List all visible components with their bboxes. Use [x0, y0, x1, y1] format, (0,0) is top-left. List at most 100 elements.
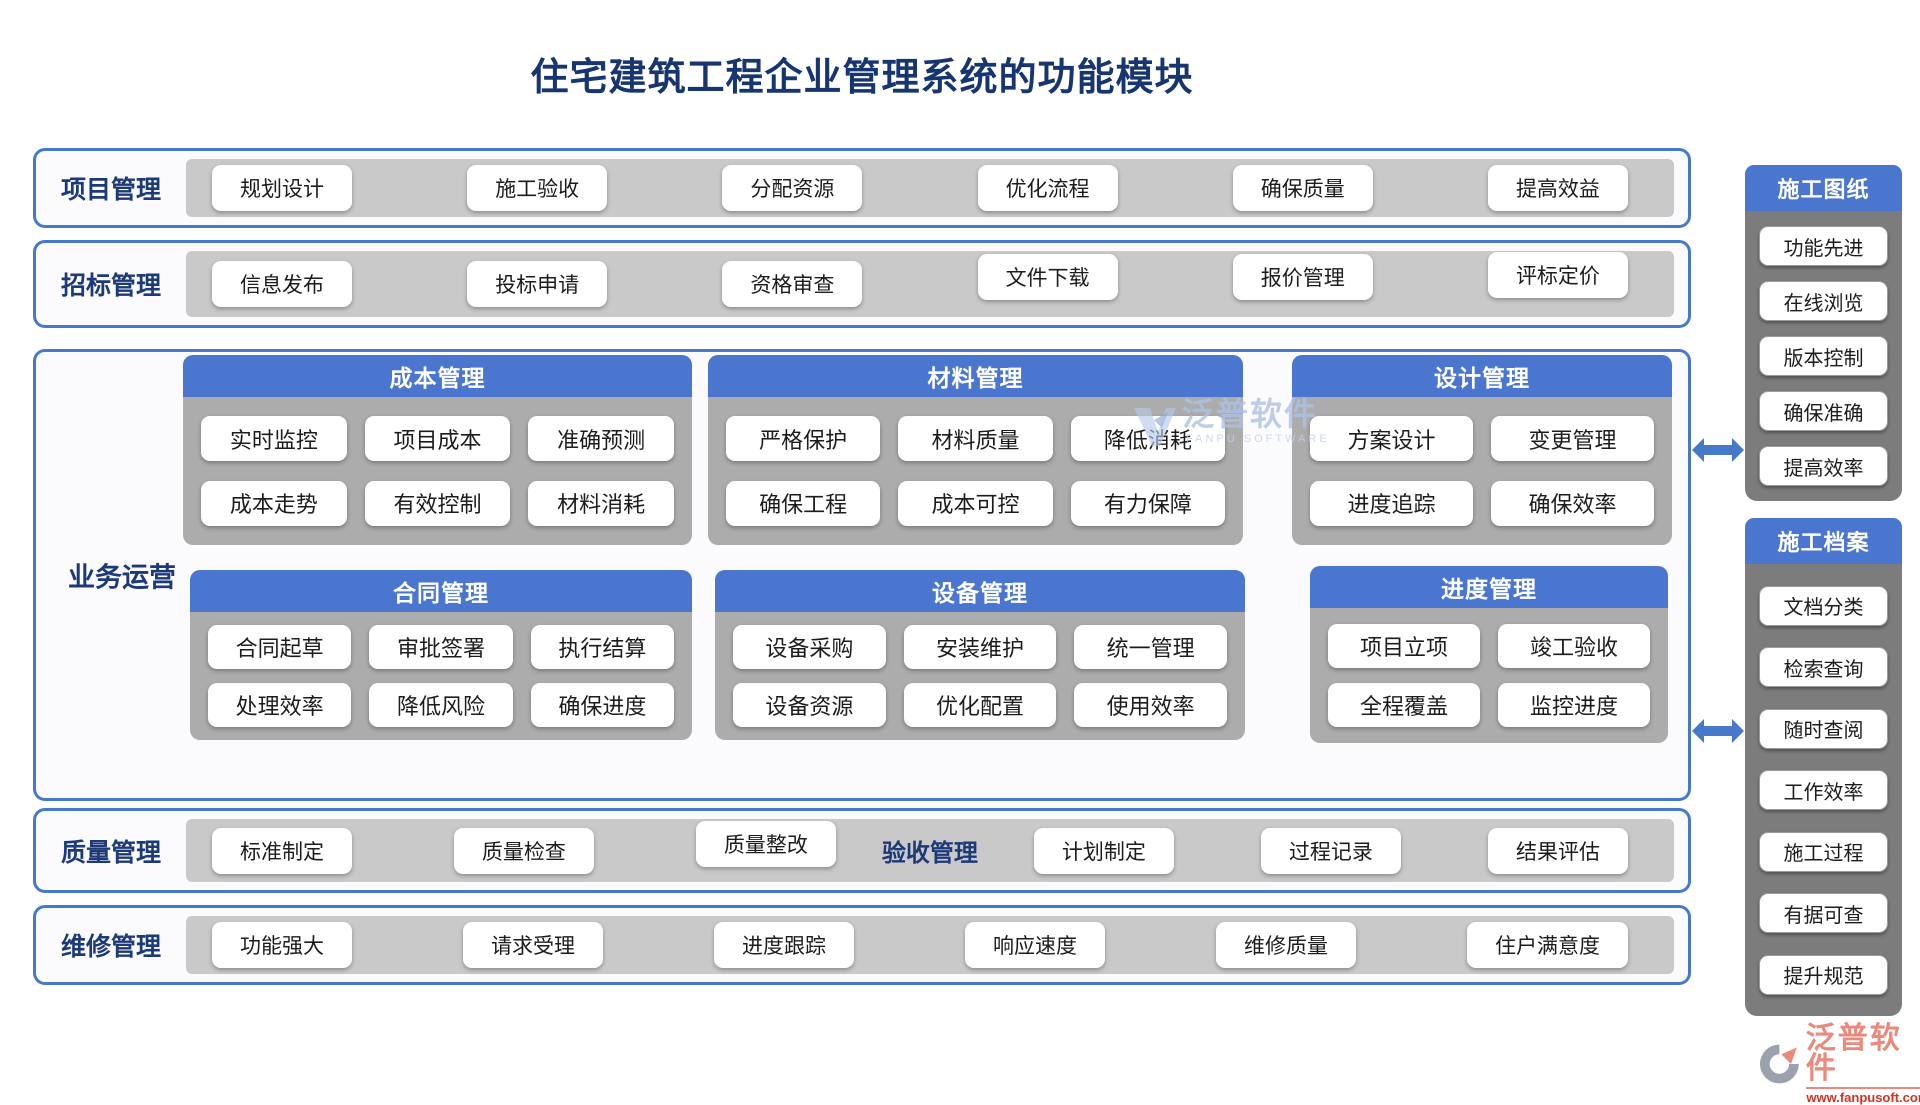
feature-pill: 资格审查: [722, 261, 863, 307]
card-features: 合同起草审批签署执行结算处理效率降低风险确保进度: [190, 612, 692, 740]
feature-pill: 设备采购: [733, 625, 886, 670]
panel-construction-archive: 施工档案 文档分类检索查询随时查阅工作效率施工过程有据可查提升规范: [1745, 518, 1902, 1016]
features-panel: 信息发布 投标申请 资格审查 文件下载 报价管理 评标定价: [186, 251, 1674, 317]
section-label: 维修管理: [60, 933, 161, 961]
feature-pill: 施工验收: [467, 165, 608, 211]
feature-pill: 确保工程: [726, 480, 881, 526]
feature-pill: 标准制定: [212, 827, 352, 874]
feature-pill: 评标定价: [1487, 252, 1628, 298]
card-progress-management: 进度管理 项目立项竣工验收全程覆盖监控进度: [1310, 566, 1668, 743]
card-features: 设备采购安装维护统一管理设备资源优化配置使用效率: [715, 612, 1245, 740]
card-features: 实时监控项目成本准确预测成本走势有效控制材料消耗: [183, 397, 692, 545]
feature-pill: 文档分类: [1759, 585, 1888, 626]
feature-pill: 版本控制: [1759, 336, 1888, 376]
card-title: 设计管理: [1292, 355, 1672, 397]
feature-pill: 提升规范: [1759, 954, 1888, 995]
section-quality-management: 质量管理 标准制定质量检查质量整改 验收管理 计划制定过程记录结果评估: [33, 808, 1691, 893]
quality-features: 标准制定质量检查质量整改: [212, 820, 836, 874]
feature-pill: 随时查阅: [1759, 708, 1888, 749]
card-equipment-management: 设备管理 设备采购安装维护统一管理设备资源优化配置使用效率: [715, 570, 1245, 740]
card-title: 材料管理: [708, 355, 1243, 397]
feature-pill: 进度追踪: [1310, 480, 1473, 526]
feature-pill: 审批签署: [369, 625, 513, 670]
feature-pill: 确保进度: [530, 682, 674, 727]
section-project-management: 项目管理 规划设计施工验收分配资源优化流程确保质量提高效益: [33, 148, 1691, 228]
feature-pill: 进度跟踪: [714, 922, 854, 968]
feature-pill: 质量检查: [453, 827, 594, 874]
double-arrow-icon: [1691, 718, 1745, 744]
double-arrow-icon: [1691, 437, 1745, 463]
feature-pill: 文件下载: [977, 254, 1118, 300]
feature-pill: 处理效率: [208, 682, 352, 727]
feature-pill: 报价管理: [1232, 254, 1373, 300]
feature-pill: 施工过程: [1759, 831, 1888, 872]
card-title: 合同管理: [190, 570, 692, 612]
feature-pill: 统一管理: [1074, 625, 1227, 670]
feature-pill: 安装维护: [903, 625, 1057, 670]
section-label: 招标管理: [60, 272, 161, 300]
card-title: 成本管理: [183, 355, 692, 397]
card-contract-management: 合同管理 合同起草审批签署执行结算处理效率降低风险确保进度: [190, 570, 692, 740]
card-title: 设备管理: [715, 570, 1245, 612]
features-panel: 标准制定质量检查质量整改 验收管理 计划制定过程记录结果评估: [186, 819, 1674, 882]
feature-pill: 执行结算: [530, 625, 674, 670]
card-design-management: 设计管理 方案设计变更管理进度追踪确保效率: [1292, 355, 1672, 545]
acceptance-management-label: 验收管理: [881, 840, 978, 867]
feature-pill: 降低风险: [369, 682, 513, 727]
feature-pill: 优化流程: [977, 165, 1118, 211]
feature-pill: 合同起草: [208, 625, 352, 670]
section-label: 项目管理: [60, 176, 161, 204]
panel-features: 文档分类检索查询随时查阅工作效率施工过程有据可查提升规范: [1745, 564, 1902, 1016]
panel-features: 功能先进在线浏览版本控制确保准确提高效率: [1745, 211, 1902, 501]
feature-pill: 维修质量: [1216, 922, 1356, 968]
fanpu-logo-icon: [1759, 1044, 1799, 1084]
feature-pill: 确保准确: [1759, 391, 1888, 431]
feature-pill: 变更管理: [1491, 416, 1654, 462]
feature-pill: 分配资源: [722, 165, 863, 211]
card-features: 方案设计变更管理进度追踪确保效率: [1292, 397, 1672, 545]
feature-pill: 全程覆盖: [1328, 683, 1480, 728]
feature-pill: 结果评估: [1487, 827, 1628, 874]
panel-construction-drawings: 施工图纸 功能先进在线浏览版本控制确保准确提高效率: [1745, 165, 1902, 501]
feature-pill: 准确预测: [528, 416, 674, 462]
feature-pill: 过程记录: [1260, 827, 1401, 874]
feature-pill: 材料消耗: [528, 480, 674, 526]
card-cost-management: 成本管理 实时监控项目成本准确预测成本走势有效控制材料消耗: [183, 355, 692, 545]
feature-pill: 有据可查: [1759, 893, 1888, 933]
page-title: 住宅建筑工程企业管理系统的功能模块: [530, 57, 1194, 99]
feature-pill: 确保效率: [1491, 480, 1654, 526]
feature-pill: 功能强大: [212, 922, 352, 968]
feature-pill: 检索查询: [1759, 647, 1888, 687]
feature-pill: 功能先进: [1759, 226, 1888, 266]
feature-pill: 计划制定: [1033, 827, 1174, 874]
brand-logo: 泛普软件 www.fanpusoft.com: [1758, 1024, 1920, 1104]
feature-pill: 使用效率: [1074, 682, 1227, 727]
feature-pill: 项目立项: [1328, 623, 1480, 668]
feature-pill: 提高效率: [1759, 446, 1888, 486]
feature-pill: 实时监控: [201, 416, 347, 462]
section-business-operations: 业务运营 成本管理 实时监控项目成本准确预测成本走势有效控制材料消耗 材料管理 …: [33, 349, 1691, 801]
feature-pill: 项目成本: [364, 416, 511, 462]
feature-pill: 成本可控: [898, 480, 1053, 526]
feature-pill: 投标申请: [467, 261, 608, 307]
features-panel: 规划设计施工验收分配资源优化流程确保质量提高效益: [186, 159, 1674, 217]
panel-title: 施工档案: [1745, 518, 1902, 564]
brand-url: www.fanpusoft.com: [1806, 1090, 1920, 1105]
acceptance-features: 计划制定 过程记录 结果评估: [1033, 827, 1628, 874]
feature-pill: 请求受理: [463, 922, 603, 968]
feature-pill: 有力保障: [1070, 480, 1225, 526]
feature-pill: 信息发布: [212, 261, 352, 307]
feature-pill: 响应速度: [965, 922, 1105, 968]
feature-pill: 有效控制: [364, 480, 511, 526]
feature-pill: 设备资源: [733, 682, 886, 727]
section-label: 业务运营: [68, 562, 176, 593]
feature-pill: 确保质量: [1232, 165, 1373, 211]
section-maintenance-management: 维修管理 功能强大请求受理进度跟踪响应速度维修质量住户满意度: [33, 905, 1691, 985]
card-features: 严格保护材料质量降低消耗确保工程成本可控有力保障: [708, 397, 1243, 545]
feature-pill: 材料质量: [898, 416, 1053, 462]
feature-pill: 竣工验收: [1498, 623, 1650, 668]
section-label: 质量管理: [60, 838, 161, 867]
features-panel: 功能强大请求受理进度跟踪响应速度维修质量住户满意度: [186, 916, 1674, 974]
feature-pill: 规划设计: [212, 165, 352, 211]
card-material-management: 材料管理 严格保护材料质量降低消耗确保工程成本可控有力保障: [708, 355, 1243, 545]
